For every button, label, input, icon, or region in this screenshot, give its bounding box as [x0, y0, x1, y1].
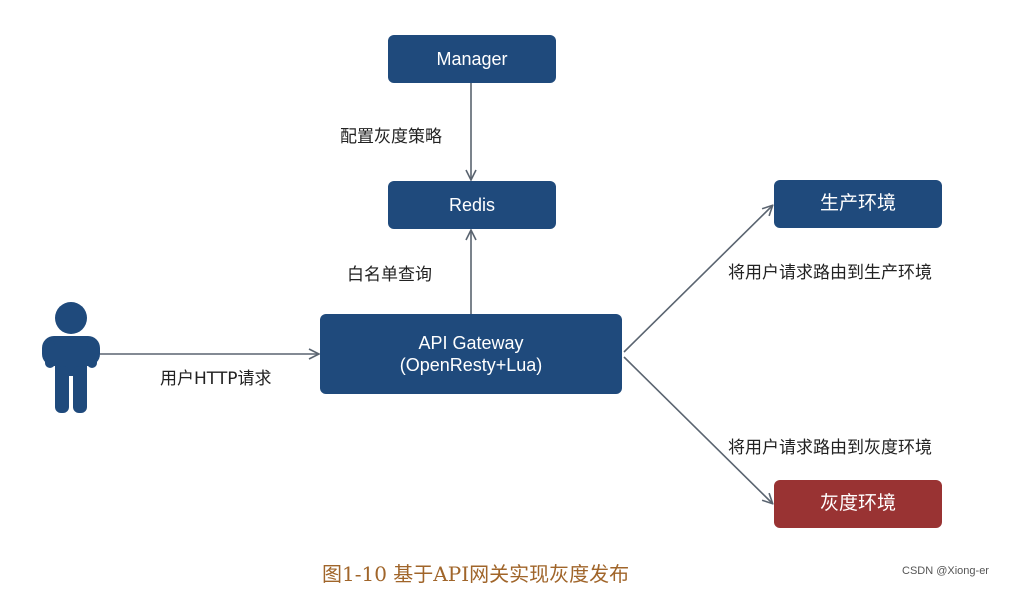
gray-env-box: 灰度环境: [774, 480, 942, 528]
edge-label-whitelist-query: 白名单查询: [347, 265, 432, 285]
user-icon: [42, 302, 100, 413]
redis-box: Redis: [388, 181, 556, 229]
api-gateway-subtitle: (OpenResty+Lua): [399, 355, 543, 375]
edge-label-route-to-gray: 将用户请求路由到灰度环境: [728, 438, 932, 458]
production-env-box: 生产环境: [774, 180, 942, 228]
manager-label: Manager: [436, 48, 508, 69]
arrow-gateway-to-gray: [623, 356, 772, 503]
watermark: CSDN @Xiong-er: [902, 565, 989, 577]
figure-caption: 图1-10 基于API网关实现灰度发布: [322, 562, 630, 586]
api-gateway-box: API Gateway (OpenResty+Lua): [320, 314, 622, 394]
edge-label-route-to-prod: 将用户请求路由到生产环境: [728, 263, 932, 283]
edge-label-config-policy: 配置灰度策略: [340, 127, 442, 147]
api-gateway-title: API Gateway: [418, 332, 524, 353]
manager-box: Manager: [388, 35, 556, 83]
redis-label: Redis: [448, 194, 496, 215]
gray-env-label: 灰度环境: [819, 493, 896, 515]
production-env-label: 生产环境: [819, 193, 896, 215]
edge-label-user-http-request: 用户HTTP请求: [160, 369, 272, 389]
arrow-gateway-to-prod: [623, 206, 772, 353]
